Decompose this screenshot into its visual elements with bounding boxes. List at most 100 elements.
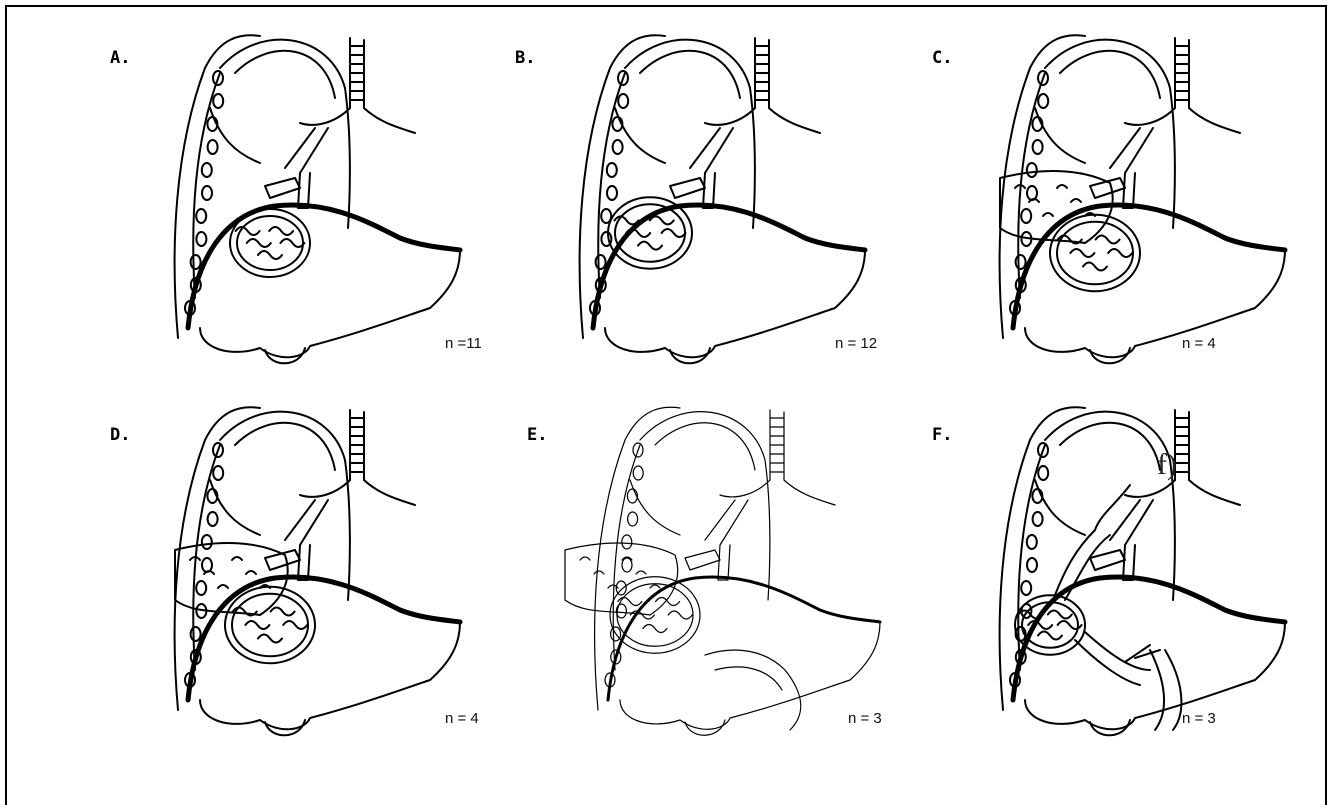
cyst-membrane <box>638 242 662 250</box>
bronchus-branch <box>1125 108 1240 133</box>
rib-icon <box>1027 186 1037 200</box>
cyst-membrane <box>269 227 293 235</box>
inner-arch-line <box>640 51 740 98</box>
rib-icon <box>202 535 212 549</box>
bronchobiliary-fistula <box>1055 485 1130 600</box>
illustration-a <box>100 28 430 358</box>
cyst-membrane <box>1070 249 1094 257</box>
bronchus-branch <box>1125 480 1240 505</box>
illustration-d <box>100 400 430 730</box>
lung-line <box>210 108 260 163</box>
extension-membrane <box>232 557 242 560</box>
rib-icon <box>1016 255 1026 269</box>
cyst-membrane <box>245 621 269 629</box>
rib-icon <box>196 581 206 595</box>
lung-line <box>1035 480 1085 535</box>
rib-icon <box>213 94 223 108</box>
rib-icon <box>613 140 623 154</box>
cyst-membrane <box>280 239 304 247</box>
panel-f-note: f) <box>1157 448 1177 482</box>
rib-icon <box>1021 209 1031 223</box>
extension-membrane <box>246 571 256 574</box>
rib-icon <box>1027 535 1037 549</box>
bronchus-branch <box>720 480 835 505</box>
rib-icon <box>196 209 206 223</box>
bronchus-segment <box>1090 550 1125 570</box>
cyst-membrane <box>258 251 282 259</box>
rib-icon <box>1033 140 1043 154</box>
inner-arch-line <box>655 423 755 470</box>
lung-line <box>210 480 260 535</box>
bile-duct-lines <box>1075 632 1160 685</box>
rib-icon <box>618 94 628 108</box>
panel-count-f: n = 3 <box>1182 710 1216 727</box>
bronchus-segment <box>685 550 720 570</box>
lung-line <box>630 480 680 535</box>
rib-icon <box>622 535 632 549</box>
bronchus-left <box>705 500 748 545</box>
extension-membrane <box>218 585 228 588</box>
bronchus-segment <box>265 178 300 198</box>
bowel-lines <box>705 650 801 730</box>
bronchus-branch <box>705 108 820 133</box>
diaphragm-line <box>608 577 880 700</box>
rib-icon <box>1038 466 1048 480</box>
rib-icon <box>208 512 218 526</box>
lung-line <box>615 108 665 163</box>
panel-b: B. n = 12 <box>505 28 835 358</box>
lung-line <box>1035 108 1085 163</box>
illustration-f <box>925 400 1255 730</box>
rib-icon <box>607 163 617 177</box>
rib-icon <box>191 627 201 641</box>
bowel-lines <box>1150 650 1181 730</box>
panel-count-d: n = 4 <box>445 710 479 727</box>
liver-outline <box>1025 250 1285 357</box>
extension-membrane <box>650 585 660 588</box>
cyst-membrane <box>662 229 686 237</box>
cyst-membrane <box>247 239 271 247</box>
rib-icon <box>196 232 206 246</box>
panel-count-c: n = 4 <box>1182 335 1216 352</box>
cyst-membrane <box>1108 249 1132 257</box>
panel-count-e: n = 3 <box>848 710 882 727</box>
liver-outline <box>620 622 880 729</box>
bronchus-left <box>285 128 328 173</box>
rib-icon <box>1027 163 1037 177</box>
bronchus-left <box>690 128 733 173</box>
illustration-c <box>925 28 1255 358</box>
rib-icon <box>202 558 212 572</box>
cyst-membrane <box>1048 611 1072 619</box>
panel-count-a: n =11 <box>445 335 482 352</box>
cyst-membrane <box>258 635 282 643</box>
bronchus-branch <box>300 108 415 133</box>
cyst-membrane <box>650 216 674 224</box>
panel-a: A. n =11 <box>100 28 430 358</box>
illustration-b <box>505 28 835 358</box>
bronchus-left <box>1110 128 1153 173</box>
rib-icon <box>191 255 201 269</box>
extension-membrane <box>1057 185 1067 188</box>
rib-icon <box>622 558 632 572</box>
extension-membrane <box>636 571 646 574</box>
panel-d: D. n = 4 <box>100 400 430 730</box>
bronchus-segment-2 <box>718 545 730 580</box>
cyst-membrane <box>1083 263 1107 271</box>
rib-icon <box>633 466 643 480</box>
panel-c: C. n = 4 <box>925 28 1255 358</box>
rib-icon <box>1038 94 1048 108</box>
rib-icon <box>213 466 223 480</box>
rib-icon <box>202 163 212 177</box>
rib-icon <box>628 512 638 526</box>
cyst-membrane <box>271 608 295 616</box>
liver-outline <box>1025 622 1285 729</box>
extension-membrane <box>594 571 604 574</box>
inner-arch-line <box>1060 423 1160 470</box>
rib-icon <box>1033 512 1043 526</box>
extension-membrane <box>1043 213 1053 216</box>
extension-membrane <box>1071 199 1081 202</box>
cyst-membrane <box>283 621 307 629</box>
rib-icon <box>202 186 212 200</box>
liver-outline <box>200 250 460 357</box>
inner-arch-line <box>235 423 335 470</box>
rib-icon <box>1021 581 1031 595</box>
